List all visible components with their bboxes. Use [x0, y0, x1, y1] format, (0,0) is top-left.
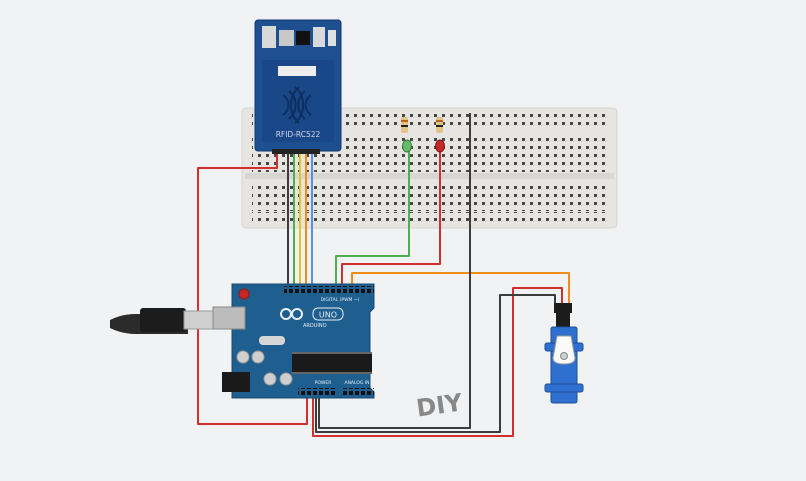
power-label: POWER	[315, 380, 332, 386]
arduino-model: UNO	[319, 311, 337, 320]
power-header	[298, 388, 336, 395]
usb-cable	[110, 308, 215, 334]
wire-black-servo-ground	[315, 294, 556, 433]
rfid-antenna-icon	[282, 86, 312, 124]
wire-red-led	[341, 150, 441, 287]
rfid-label: RFID-RC522	[276, 130, 321, 139]
red-led	[435, 139, 445, 153]
arduino-uno: DIGITAL (PWM ~) ARDUINO UNO POWER ANALOG…	[212, 283, 375, 399]
digital-label: DIGITAL (PWM ~)	[321, 297, 360, 303]
wire-green-led	[335, 150, 410, 287]
wire-red-rfid-power	[197, 150, 308, 425]
digital-header	[284, 286, 374, 293]
arduino-brand: ARDUINO	[303, 323, 327, 329]
arduino-usb-port	[212, 306, 246, 330]
arduino-power-jack	[222, 372, 250, 392]
green-led	[402, 139, 412, 153]
rfid-module: RFID-RC522	[254, 19, 342, 154]
wire-red-servo-power	[312, 287, 563, 437]
analog-header	[342, 388, 374, 395]
servo-horn-icon	[552, 335, 576, 365]
reset-button-icon	[238, 288, 250, 300]
breadboard-bottom-rail	[252, 212, 608, 224]
green-led-assembly	[401, 117, 412, 153]
red-led-assembly	[435, 117, 445, 153]
watermark-text: DIY	[415, 388, 465, 422]
atmega-chip	[292, 354, 372, 372]
analog-label: ANALOG IN	[344, 380, 369, 386]
wire-orange-servo-signal	[351, 272, 570, 305]
servo-motor	[544, 303, 584, 404]
wire-black-ground-rail	[318, 113, 471, 429]
rfid-chip	[296, 31, 310, 45]
wires	[197, 113, 570, 437]
arduino-logo-icon	[280, 308, 303, 320]
